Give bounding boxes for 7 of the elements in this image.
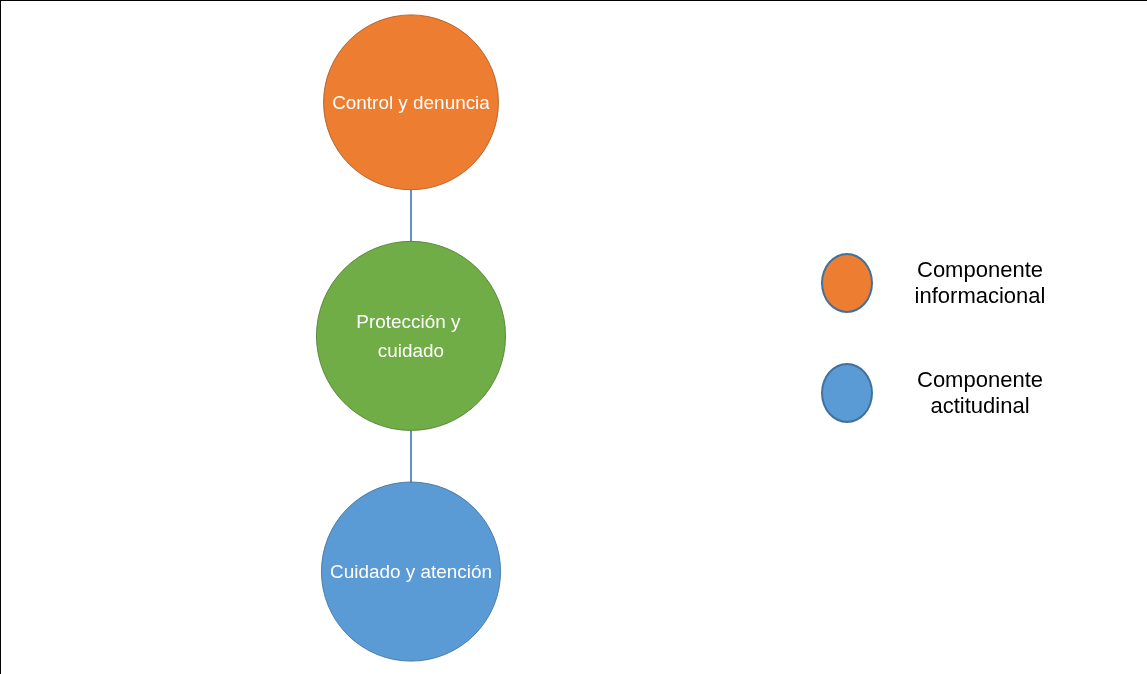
node-circle: Control y denuncia xyxy=(323,13,499,190)
connector xyxy=(410,188,412,242)
node-circle: Cuidado y atención xyxy=(321,481,501,662)
node-circle: Protección y cuidado xyxy=(316,240,506,431)
connector xyxy=(410,429,412,483)
legend-label: Componente informacional xyxy=(913,256,1047,309)
legend-label: Componente actitudinal xyxy=(916,366,1044,419)
